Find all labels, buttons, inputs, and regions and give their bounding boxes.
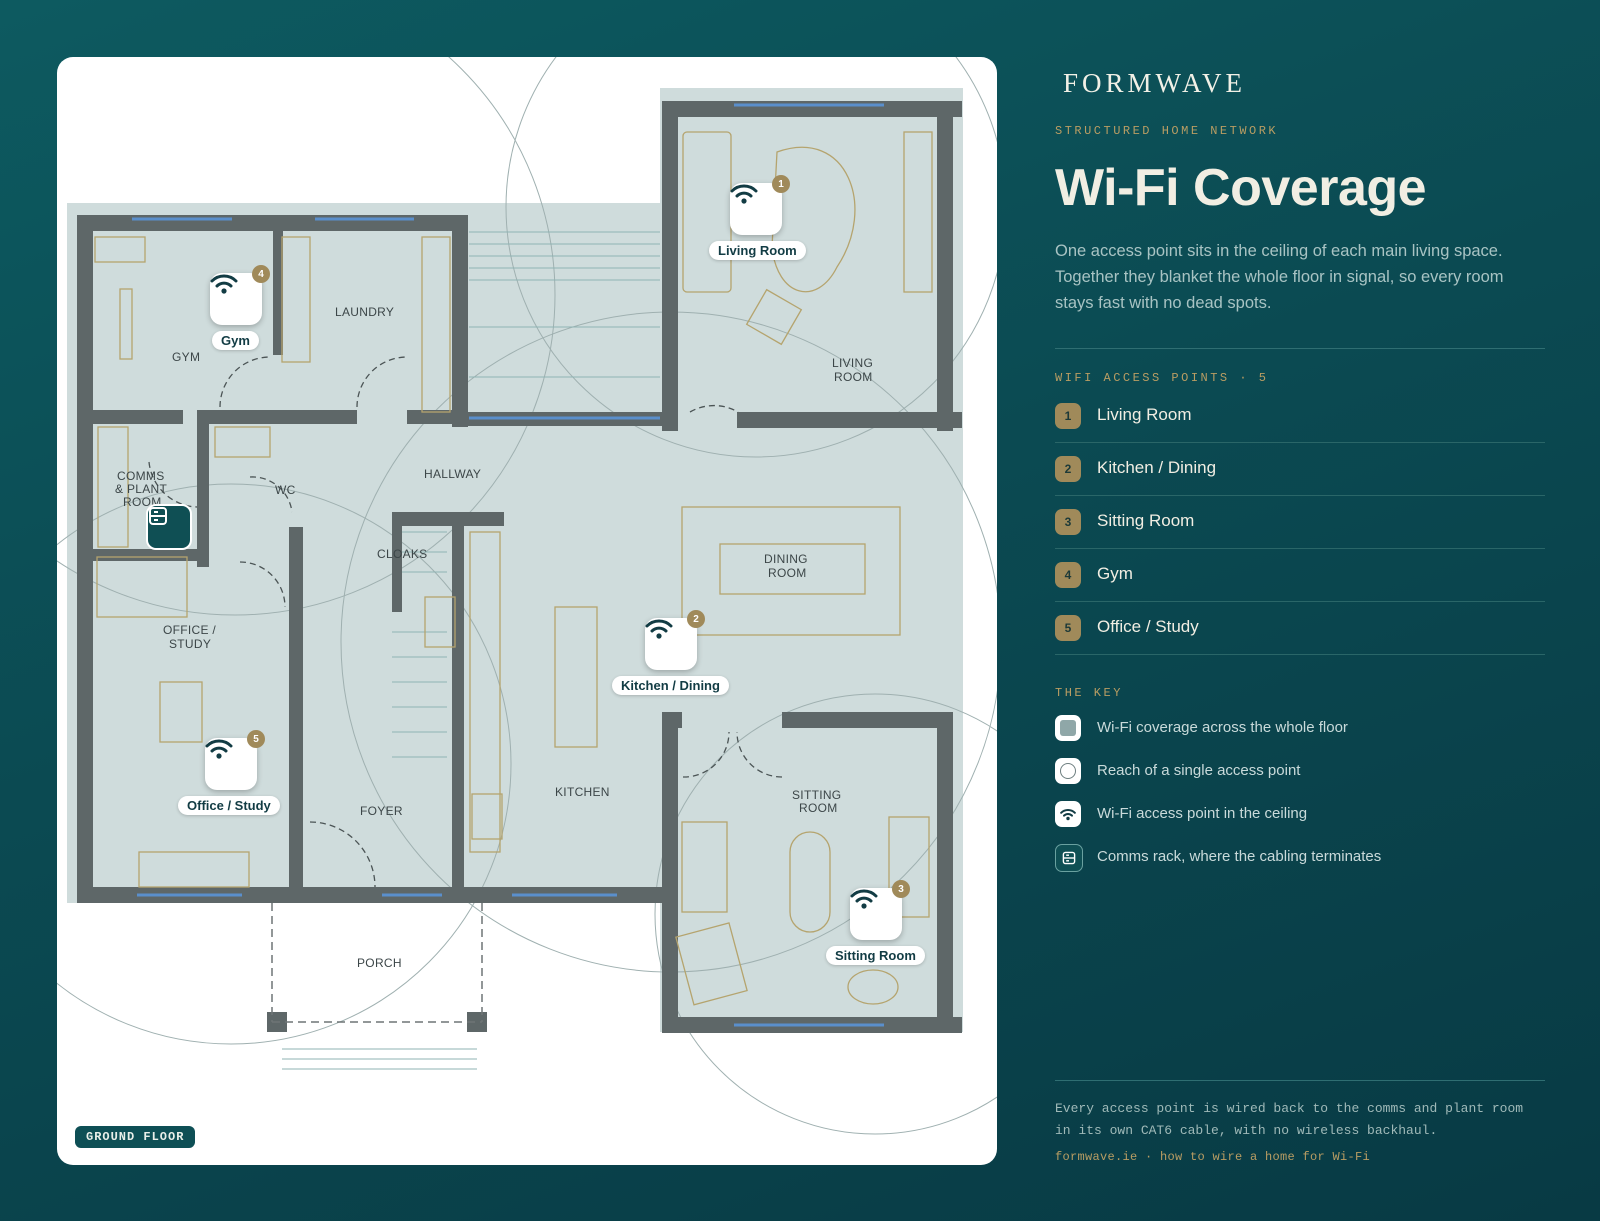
ap-number-badge: 5 (1055, 615, 1081, 641)
wifi-icon (1055, 801, 1081, 827)
key-text: Reach of a single access point (1097, 762, 1301, 779)
room-label-living-1: LIVING (832, 356, 873, 370)
ap-list-name: Living Room (1097, 405, 1192, 424)
footer-link[interactable]: formwave.ie · how to wire a home for Wi-… (1055, 1150, 1371, 1164)
room-labels: GYM LAUNDRY COMMS & PLANT ROOM WC HALLWA… (115, 305, 873, 970)
info-panel: FORMWAVE STRUCTURED HOME NETWORK Wi-Fi C… (1055, 0, 1545, 1221)
room-label-cloaks: CLOAKS (377, 547, 428, 561)
room-label-kitchen: KITCHEN (555, 785, 610, 799)
key-text: Wi-Fi access point in the ceiling (1097, 805, 1308, 822)
ap-list-item[interactable]: 3 Sitting Room (1055, 495, 1545, 549)
reach-circle-icon (1055, 758, 1081, 784)
ap-list-item[interactable]: 5 Office / Study (1055, 601, 1545, 655)
room-label-living-2: ROOM (834, 370, 873, 384)
room-label-foyer: FOYER (360, 804, 403, 818)
access-point-office-study[interactable]: 5 (205, 730, 265, 790)
key-text: Comms rack, where the cabling terminates (1097, 848, 1382, 865)
key-text: Wi-Fi coverage across the whole floor (1097, 719, 1348, 736)
windows (132, 103, 884, 1027)
room-label-hallway: HALLWAY (424, 467, 481, 481)
ap-list-name: Office / Study (1097, 617, 1199, 636)
ap-label-living-room: Living Room (709, 241, 806, 260)
room-label-porch: PORCH (357, 956, 402, 970)
ap-label-gym: Gym (212, 331, 259, 350)
access-point-kitchen-dining[interactable]: 2 (645, 610, 705, 670)
ap-number-badge: 2 (687, 610, 705, 628)
ap-list-name: Sitting Room (1097, 511, 1195, 530)
kicker: STRUCTURED HOME NETWORK (1055, 124, 1279, 138)
walls (77, 101, 962, 1033)
room-label-sitting-2: ROOM (799, 801, 838, 815)
footer-divider (1055, 1080, 1545, 1081)
ap-label-sitting-room: Sitting Room (826, 946, 925, 965)
floor-tag: GROUND FLOOR (75, 1126, 196, 1148)
ap-number-badge: 2 (1055, 456, 1081, 482)
room-label-office-1: OFFICE / (163, 623, 216, 637)
access-point-living-room[interactable]: 1 (730, 175, 790, 235)
porch-outline (271, 903, 483, 1023)
page-title: Wi-Fi Coverage (1055, 159, 1427, 217)
key-item: Reach of a single access point (1055, 756, 1545, 786)
description: One access point sits in the ceiling of … (1055, 242, 1504, 312)
ap-label-office-study: Office / Study (178, 796, 280, 815)
ap-number-badge: 1 (1055, 403, 1081, 429)
coverage-swatch-icon (1055, 715, 1081, 741)
furniture (94, 131, 933, 1006)
ap-number-badge: 3 (892, 880, 910, 898)
key-item: Wi-Fi coverage across the whole floor (1055, 713, 1545, 743)
access-points-heading: WIFI ACCESS POINTS · 5 (1055, 371, 1269, 385)
ap-list-item[interactable]: 1 Living Room (1055, 389, 1545, 443)
ap-list-name: Gym (1097, 564, 1133, 583)
ap-list-name: Kitchen / Dining (1097, 458, 1217, 477)
room-label-office-2: STUDY (169, 637, 211, 651)
wifi-icon (730, 184, 758, 204)
room-label-laundry: LAUNDRY (335, 305, 394, 319)
key-item: Wi-Fi access point in the ceiling (1055, 799, 1545, 829)
comms-rack-icon (1055, 844, 1083, 872)
ap-list-item[interactable]: 2 Kitchen / Dining (1055, 442, 1545, 496)
ap-number-badge: 4 (1055, 562, 1081, 588)
room-label-comms-2: & PLANT (115, 482, 167, 496)
ap-label-kitchen-dining: Kitchen / Dining (612, 676, 729, 695)
ap-number-badge: 1 (772, 175, 790, 193)
door-swings (148, 356, 783, 888)
room-label-wc: WC (275, 483, 296, 497)
room-label-sitting-1: SITTING (792, 788, 841, 802)
ap-number-badge: 5 (247, 730, 265, 748)
key-heading: THE KEY (1055, 686, 1123, 700)
room-label-gym: GYM (172, 350, 200, 364)
access-point-gym[interactable]: 4 (210, 265, 270, 325)
room-label-dining-1: DINING (764, 552, 808, 566)
wifi-icon (205, 739, 233, 759)
comms-rack-icon (149, 507, 167, 525)
room-label-comms-1: COMMS (117, 469, 165, 483)
wifi-coverage-area (67, 88, 963, 1032)
key-item: Comms rack, where the cabling terminates (1055, 842, 1545, 872)
ap-number-badge: 4 (252, 265, 270, 283)
ap-list-item[interactable]: 4 Gym (1055, 548, 1545, 602)
access-point-sitting-room[interactable]: 3 (850, 880, 910, 940)
wifi-icon (850, 889, 878, 909)
comms-rack-marker[interactable] (146, 504, 192, 550)
divider (1055, 348, 1545, 349)
wifi-icon (210, 274, 238, 294)
room-label-dining-2: ROOM (768, 566, 807, 580)
floor-plan: GYM LAUNDRY COMMS & PLANT ROOM WC HALLWA… (57, 57, 997, 1135)
wifi-icon (645, 619, 673, 639)
floor-plan-card: GYM LAUNDRY COMMS & PLANT ROOM WC HALLWA… (57, 57, 997, 1165)
ap-number-badge: 3 (1055, 509, 1081, 535)
footer-note: Every access point is wired back to the … (1055, 1101, 1524, 1138)
brand-logo: FORMWAVE (1063, 68, 1247, 98)
